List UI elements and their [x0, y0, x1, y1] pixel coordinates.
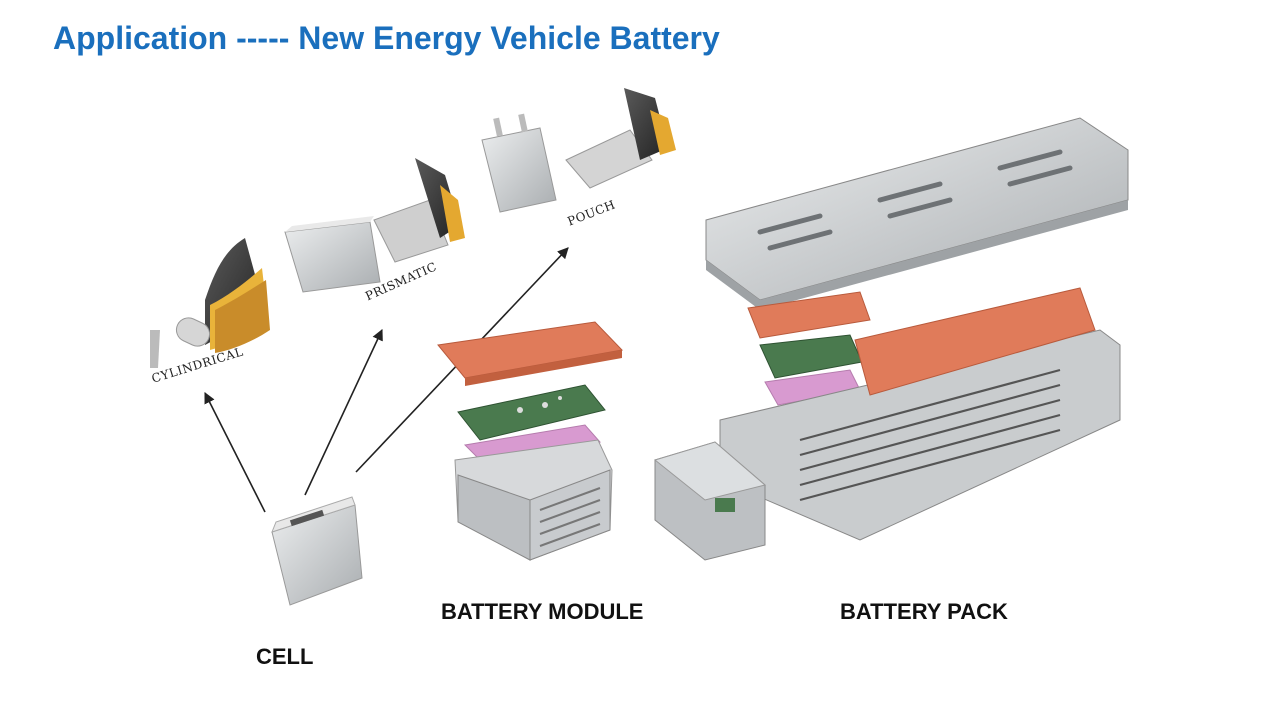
battery-pack-label: BATTERY PACK: [840, 599, 1008, 624]
cylindrical-cell-image: [150, 238, 270, 368]
prismatic-cell-image: [284, 158, 465, 293]
page-title: Application ----- New Energy Vehicle Bat…: [53, 20, 720, 56]
battery-module-label: BATTERY MODULE: [441, 599, 644, 624]
arrow-to-cylindrical: [204, 391, 266, 513]
cell-image: [271, 496, 363, 606]
arrow-to-prismatic: [304, 328, 383, 496]
battery-module-image: [437, 321, 624, 561]
cell-label: CELL: [256, 644, 314, 669]
pouch-cell-image: [481, 88, 676, 213]
battery-pack-image: [653, 117, 1129, 561]
